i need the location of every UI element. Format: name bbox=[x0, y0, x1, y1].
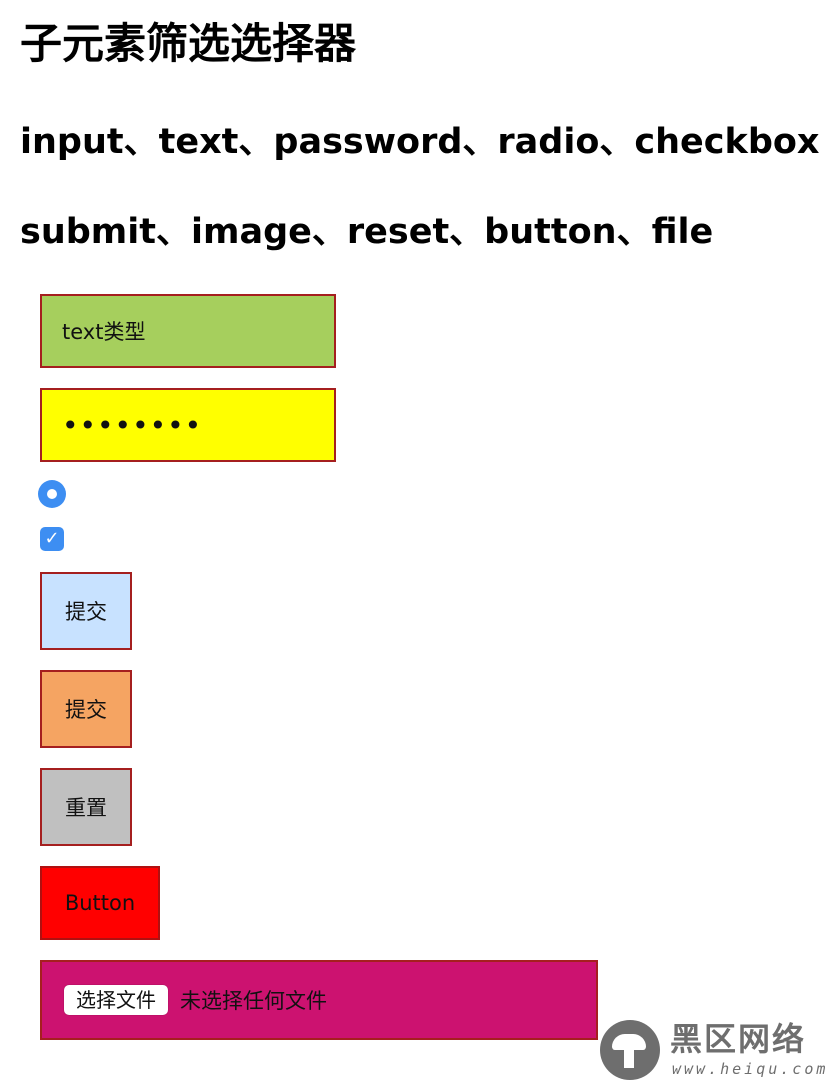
mushroom-logo-icon bbox=[600, 1020, 660, 1080]
image-submit-button[interactable]: 提交 bbox=[40, 670, 132, 748]
watermark-title: 黑区网络 bbox=[670, 1020, 807, 1058]
submit-button-label: 提交 bbox=[65, 600, 107, 624]
radio-dot-icon bbox=[47, 489, 57, 499]
submit-button[interactable]: 提交 bbox=[40, 572, 132, 650]
file-status-text: 未选择任何文件 bbox=[180, 989, 327, 1013]
choose-file-button[interactable]: 选择文件 bbox=[64, 985, 168, 1015]
watermark: 黑区网络 www.heiqu.com bbox=[600, 1018, 832, 1084]
generic-button-label: Button bbox=[64, 891, 136, 915]
text-input[interactable]: text类型 bbox=[40, 294, 336, 368]
reset-button-label: 重置 bbox=[65, 796, 107, 820]
reset-button[interactable]: 重置 bbox=[40, 768, 132, 846]
password-mask: •••••••• bbox=[62, 408, 203, 442]
text-input-value: text类型 bbox=[62, 320, 146, 344]
checkbox[interactable]: ✓ bbox=[40, 527, 64, 551]
password-input[interactable]: •••••••• bbox=[40, 388, 336, 462]
generic-button[interactable]: Button bbox=[40, 866, 160, 940]
image-button-label: 提交 bbox=[65, 698, 107, 722]
subtitle-line-2: submit、image、reset、button、file bbox=[20, 212, 714, 252]
watermark-url: www.heiqu.com bbox=[672, 1060, 829, 1078]
subtitle-line-1: input、text、password、radio、checkbox bbox=[20, 122, 820, 162]
page-title: 子元素筛选选择器 bbox=[20, 19, 357, 68]
file-input[interactable]: 选择文件 未选择任何文件 bbox=[40, 960, 598, 1040]
checkmark-icon: ✓ bbox=[44, 528, 60, 549]
radio-button[interactable] bbox=[38, 480, 66, 508]
